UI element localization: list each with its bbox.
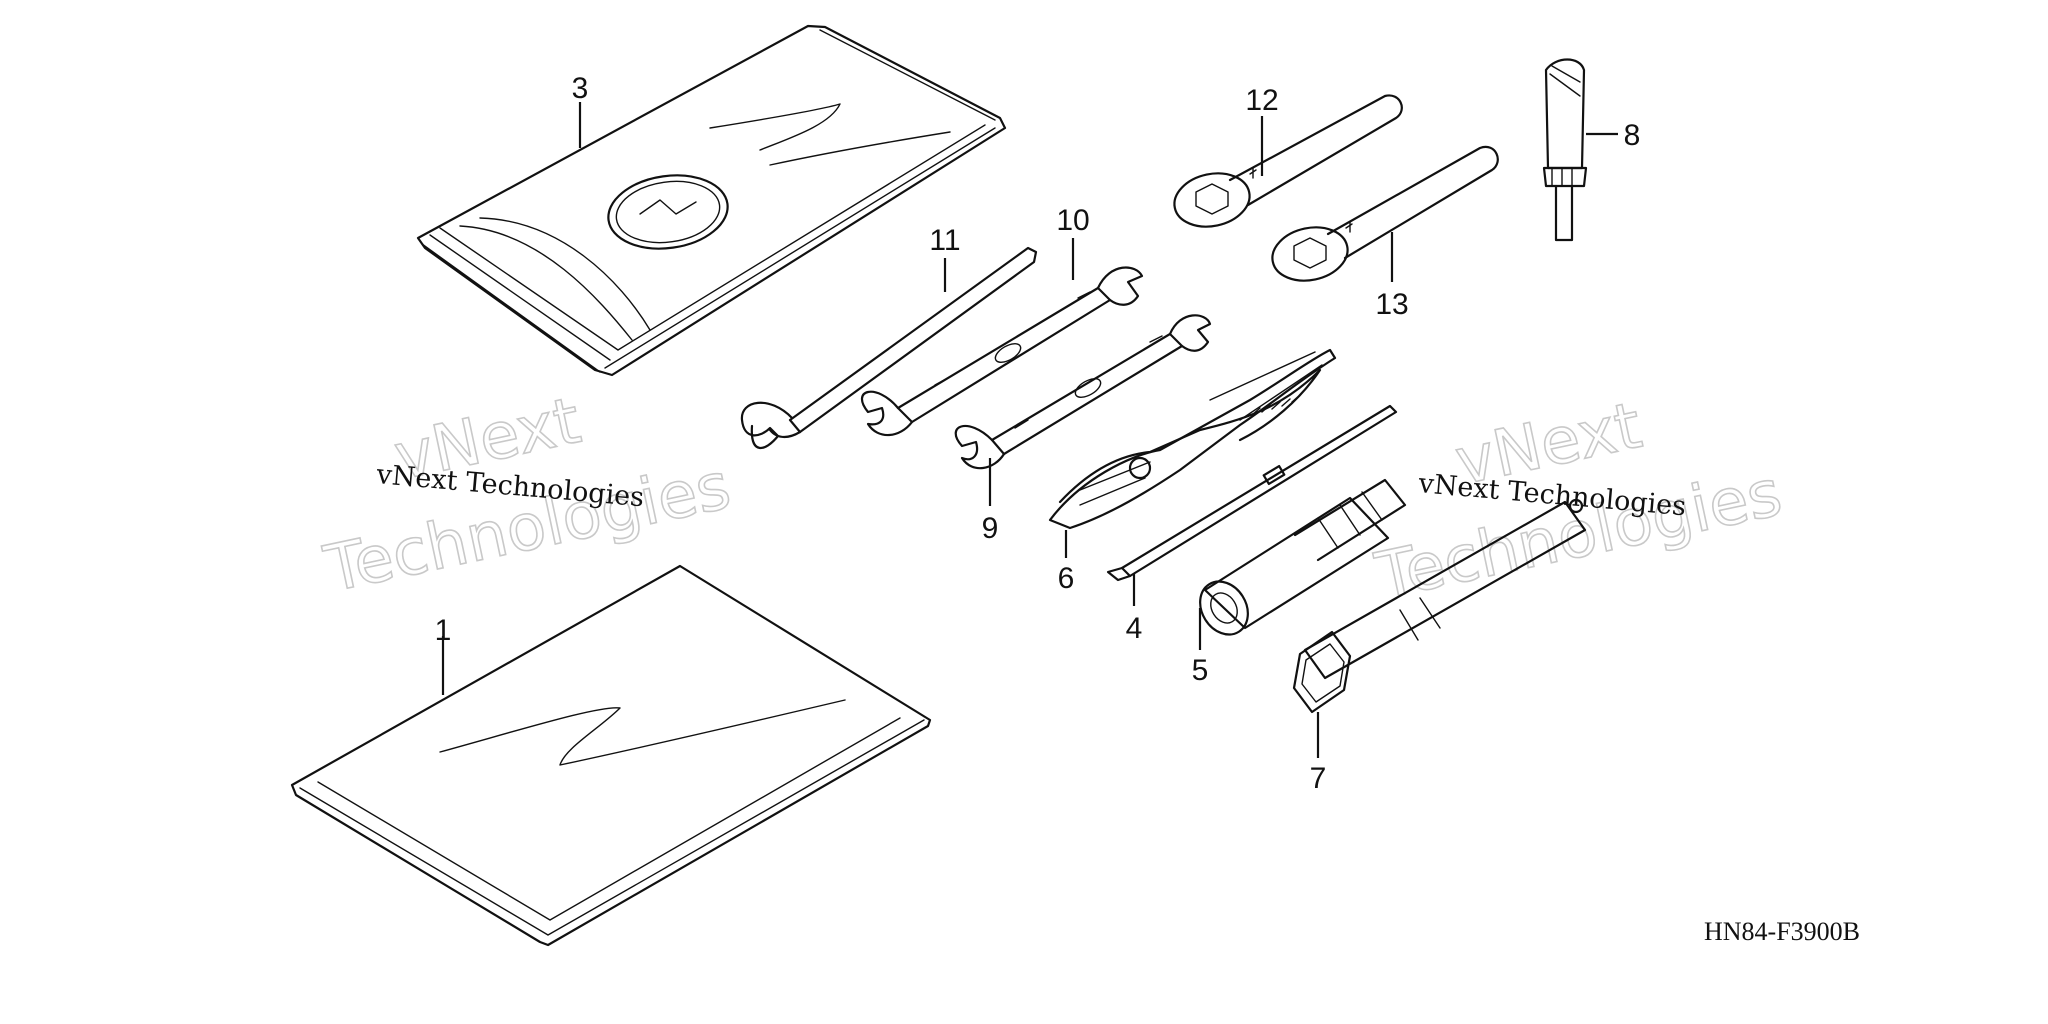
part-12-ring-spanner [1173, 94, 1403, 228]
callout-8: 8 [1624, 119, 1641, 152]
callout-12: 12 [1245, 84, 1278, 117]
callout-11: 11 [929, 224, 960, 257]
callout-4: 4 [1126, 612, 1143, 645]
part-5-handle [1199, 478, 1407, 636]
callout-7: 7 [1310, 762, 1327, 795]
part-7-plug-wrench [1292, 498, 1587, 714]
callout-3: 3 [572, 72, 589, 105]
leader-lines [441, 102, 1618, 758]
part-11-wrench [740, 246, 1038, 450]
part-6-pliers [1048, 348, 1337, 530]
callout-6: 6 [1058, 562, 1075, 595]
callout-1: 1 [435, 614, 452, 647]
callout-13: 13 [1375, 288, 1408, 321]
callout-9: 9 [982, 512, 999, 545]
part-3-tool-bag [416, 24, 1007, 377]
part-13-ring-spanner [1271, 145, 1499, 282]
part-10-wrench [860, 266, 1144, 437]
part-8-bit-driver [1542, 58, 1588, 242]
part-1-document-sleeve [290, 564, 932, 947]
callout-10: 10 [1056, 204, 1089, 237]
callouts: 1 3 4 5 6 7 8 9 10 11 12 13 [435, 72, 1641, 795]
diagram-code: HN84-F3900B [1704, 917, 1860, 946]
part-4-screwdriver [1106, 404, 1398, 582]
part-9-wrench [954, 314, 1212, 470]
callout-5: 5 [1192, 654, 1209, 687]
